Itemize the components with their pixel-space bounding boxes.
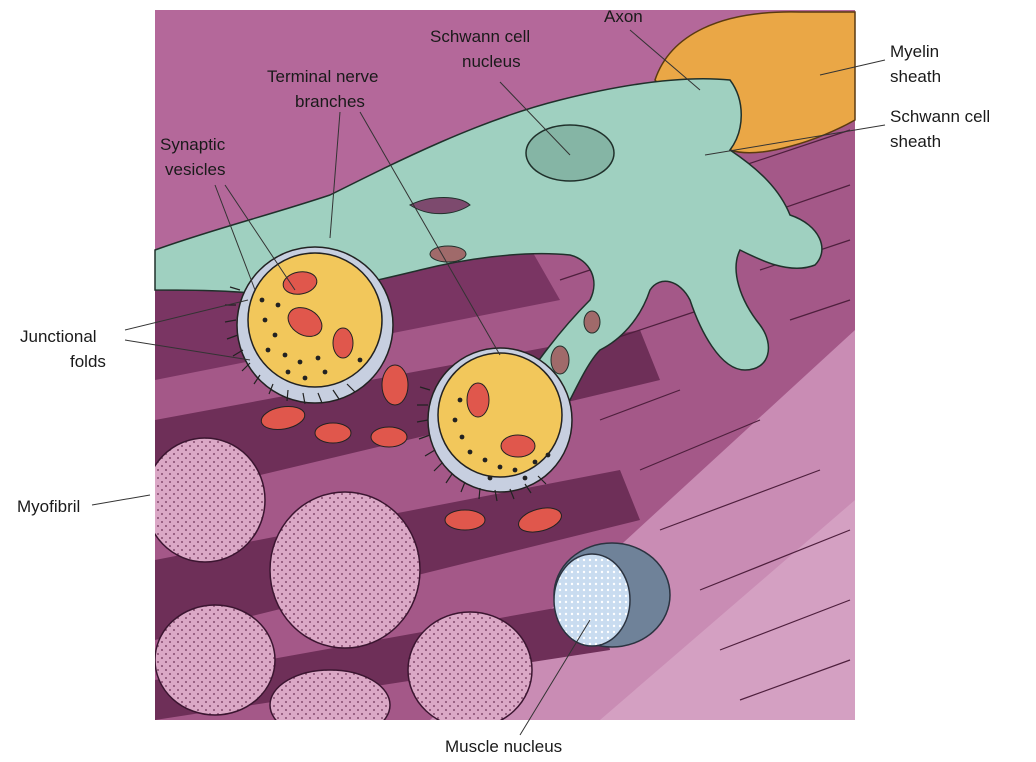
synaptic-vesicles — [259, 297, 363, 381]
label-terminal-branches-1: Terminal nerve — [267, 67, 379, 86]
myofibril — [269, 669, 391, 720]
label-synaptic-vesicles-2: vesicles — [165, 160, 225, 179]
label-myelin-sheath-2: sheath — [890, 67, 941, 86]
mitochondrion-small — [429, 245, 467, 263]
label-schwann-sheath-2: sheath — [890, 132, 941, 151]
label-junctional-folds-2: folds — [70, 352, 106, 371]
label-muscle-nucleus: Muscle nucleus — [445, 737, 562, 756]
label-schwann-nucleus-1: Schwann cell — [430, 27, 530, 46]
label-junctional-folds-1: Junctional — [20, 327, 97, 346]
muscle-mitochondria — [260, 364, 562, 533]
mitochondrion-small — [583, 310, 601, 334]
myofibril-group — [155, 437, 533, 720]
label-schwann-sheath-1: Schwann cell — [890, 107, 990, 126]
label-schwann-nucleus-2: nucleus — [462, 52, 521, 71]
schwann-cell-nucleus — [525, 124, 615, 182]
myofibril — [155, 604, 276, 716]
muscle-nucleus — [553, 542, 671, 648]
label-myelin-sheath-1: Myelin — [890, 42, 939, 61]
cleft-opening — [408, 197, 471, 215]
label-terminal-branches-2: branches — [295, 92, 365, 111]
label-myofibril: Myofibril — [17, 497, 80, 516]
leader-lines — [91, 29, 886, 736]
myofibril — [407, 611, 533, 720]
schwann-cell — [154, 77, 823, 401]
myofibril — [269, 491, 421, 649]
terminal-bouton-2 — [416, 347, 573, 502]
label-synaptic-vesicles-1: Synaptic — [160, 135, 226, 154]
terminal-bouton-1 — [224, 246, 394, 405]
mitochondrion-small — [550, 345, 570, 375]
label-axon: Axon — [604, 7, 643, 26]
myofibril — [155, 437, 266, 563]
